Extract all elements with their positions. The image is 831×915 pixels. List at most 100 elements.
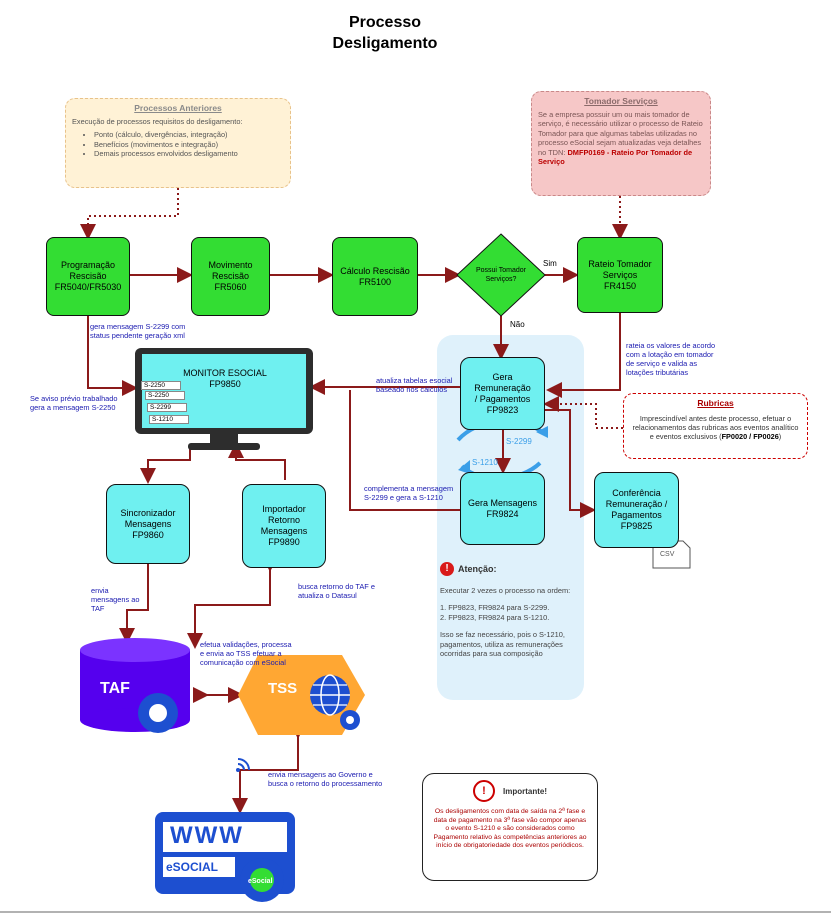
note-gera-msg-2299: gera mensagem S-2299 com status pendente… — [90, 322, 186, 340]
label-s2299: S-2299 — [506, 437, 532, 446]
doc-tag: S-1210 — [149, 415, 189, 424]
list-item: Benefícios (movimentos e integração) — [94, 140, 284, 149]
tomador-servicos-text: Se a empresa possuir um ou mais tomador … — [538, 110, 703, 157]
tss-label: TSS — [268, 680, 298, 697]
csv-label: CSV — [660, 551, 675, 558]
atencao-item: 2. FP9823, FR9824 para S-1210. — [440, 612, 550, 622]
node-gera-remuneracao[interactable]: Gera Remuneração / Pagamentos FP9823 — [460, 357, 545, 430]
node-conferencia[interactable]: Conferência Remuneração / Pagamentos FP9… — [594, 472, 679, 548]
atencao-p2: Isso se faz necessário, pois o S-1210, p… — [440, 630, 565, 659]
node-label: Mensagens — [260, 526, 308, 536]
node-label: FP9890 — [268, 537, 300, 547]
atencao-p1: Executar 2 vezes o processo na ordem: — [440, 586, 571, 595]
node-importador[interactable]: Importador Retorno Mensagens FP9890 — [242, 484, 326, 568]
globe-icon — [310, 674, 350, 716]
node-movimento-rescisao[interactable]: Movimento Rescisão FR5060 — [191, 237, 270, 316]
node-label: FP9825 — [620, 521, 653, 531]
processos-anteriores-card: Processos Anteriores Execução de process… — [65, 98, 291, 188]
rubricas-card: Rubricas Imprescindível antes deste proc… — [623, 393, 808, 459]
node-label: FR5060 — [214, 282, 247, 292]
note-envia-taf: envia mensagens ao TAF — [91, 586, 140, 613]
doc-tag: S-2299 — [147, 403, 187, 412]
node-label: Gera Remuneração — [474, 371, 531, 393]
document-stack-icon: S-2250 S-2250 S-2299 S-1210 — [141, 381, 189, 433]
gear-icon — [138, 693, 178, 733]
label-sim: Sim — [543, 259, 557, 268]
doc-tag: S-2250 — [145, 391, 185, 400]
rss-icon — [236, 758, 250, 772]
rubricas-code: FP0020 / FP0026 — [721, 432, 779, 441]
page-title: Processo Desligamento — [0, 12, 770, 54]
node-label: Rescisão — [211, 271, 249, 281]
monitor-code: FP9850 — [209, 379, 241, 389]
node-label: / Pagamentos — [474, 393, 531, 404]
alert-icon: ! — [440, 562, 454, 576]
node-label: Programação — [60, 260, 115, 270]
note-aviso-previo: Se aviso prévio trabalhado gera a mensag… — [30, 394, 118, 412]
node-label: Importador — [262, 504, 306, 514]
title-line2: Desligamento — [332, 35, 438, 52]
atencao-title: Atenção: — [458, 564, 497, 574]
node-label: Rateio Tomador — [588, 258, 652, 269]
title-line1: Processo — [348, 14, 422, 31]
node-label: Gera Mensagens — [467, 497, 538, 508]
atencao-block: ! Atenção: Executar 2 vezes o processo n… — [440, 562, 574, 658]
importante-text: Os desligamentos com data de saída na 2ª… — [433, 808, 587, 850]
node-gera-mensagens[interactable]: Gera Mensagens FR9824 — [460, 472, 545, 545]
note-envia-governo: envia mensagens ao Governo e busca o ret… — [268, 770, 383, 788]
node-calculo-rescisao[interactable]: Cálculo Rescisão FR5100 — [332, 237, 418, 316]
processos-anteriores-intro: Execução de processos requisitos do desl… — [72, 117, 243, 126]
node-label: Sincronizador — [120, 507, 176, 518]
www-label: WWW — [170, 822, 244, 849]
label-s1210: S-1210 — [472, 458, 498, 467]
list-item: Demais processos envolvidos desligamento — [94, 149, 284, 158]
gear-small-icon — [340, 710, 360, 730]
decision-label: Possui Tomador Serviços? — [462, 266, 540, 284]
decision-diamond — [456, 233, 546, 317]
rubricas-text: Imprescindível antes deste processo, efe… — [632, 414, 799, 441]
monitor-title: MONITOR ESOCIAL — [183, 368, 267, 378]
importante-title: Importante! — [503, 786, 547, 796]
node-programacao-rescisao[interactable]: Programação Rescisão FR5040/FR5030 — [46, 237, 130, 316]
importante-card: ! Importante! Os desligamentos com data … — [422, 773, 598, 881]
node-label: Rescisão — [69, 271, 107, 281]
note-efetua: efetua validações, processa e envia ao T… — [200, 640, 292, 667]
node-label: FR5100 — [358, 276, 392, 287]
node-label: Retorno — [267, 515, 301, 525]
node-label: FR4150 — [603, 280, 637, 291]
node-label: FR5040/FR5030 — [54, 282, 122, 292]
decision-label-line: Serviços? — [485, 276, 517, 283]
list-item: Ponto (cálculo, divergências, integração… — [94, 130, 284, 139]
tomador-servicos-title: Tomador Serviços — [584, 96, 658, 106]
node-label: Cálculo Rescisão — [340, 265, 410, 276]
alert-icon: ! — [473, 780, 495, 802]
node-label: Serviços — [602, 269, 638, 280]
note-rateia: rateia os valores de acordo com a lotaçã… — [626, 341, 716, 377]
node-label: FP9823 — [486, 404, 519, 415]
doc-tag: S-2250 — [141, 381, 181, 390]
label-nao: Não — [510, 320, 525, 329]
rubricas-title: Rubricas — [697, 398, 734, 408]
node-label: Movimento — [208, 260, 253, 270]
tomador-servicos-card: Tomador Serviços Se a empresa possuir um… — [531, 91, 711, 196]
node-rateio-tomador[interactable]: Rateio Tomador Serviços FR4150 — [577, 237, 663, 313]
node-sincronizador[interactable]: Sincronizador Mensagens FP9860 — [106, 484, 190, 564]
esocial-small-label: eSocial — [248, 878, 273, 885]
node-label: Remuneração / — [605, 499, 668, 509]
node-label: FP9860 — [132, 529, 164, 540]
node-label: FR9824 — [486, 508, 519, 519]
note-busca-retorno: busca retorno do TAF e atualiza o Datasu… — [298, 582, 375, 600]
esocial-label: eSOCIAL — [166, 860, 219, 874]
esocial-gear-icon — [240, 858, 284, 902]
tomador-servicos-link[interactable]: DMFP0169 - Rateio Por Tomador de Serviço — [538, 147, 693, 167]
node-label: Mensagens — [124, 518, 172, 529]
atencao-item: 1. FP9823, FR9824 para S-2299. — [440, 603, 550, 613]
monitor-label: MONITOR ESOCIAL FP9850 — [175, 368, 275, 390]
rubricas-text-end: ) — [778, 432, 782, 441]
node-label: Pagamentos — [611, 510, 662, 520]
processos-anteriores-title: Processos Anteriores — [134, 103, 222, 113]
decision-label-line: Possui Tomador — [475, 267, 527, 274]
tss-hexagon — [238, 655, 365, 735]
taf-label: TAF — [100, 680, 130, 697]
